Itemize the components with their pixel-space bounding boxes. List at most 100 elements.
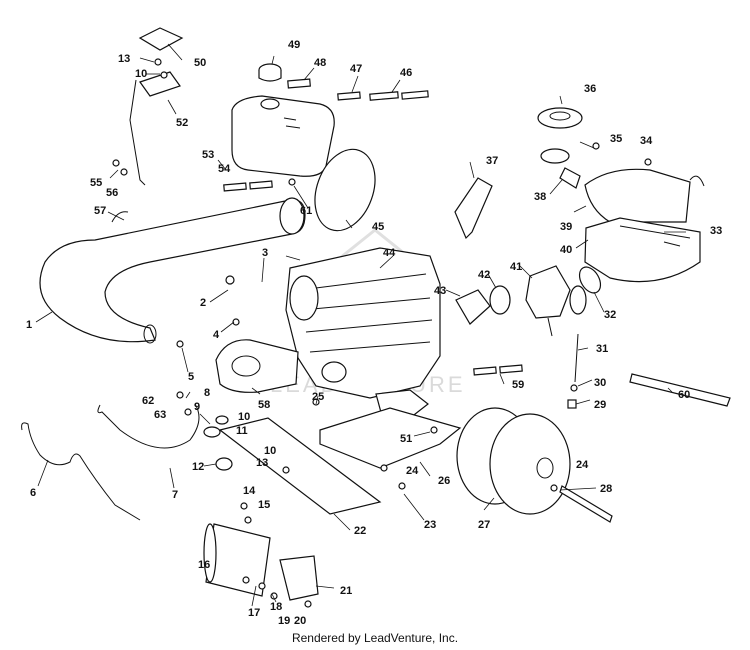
hose-46b bbox=[401, 90, 429, 100]
callout-37: 37 bbox=[486, 155, 498, 167]
callout-41: 41 bbox=[510, 261, 522, 273]
footer-credit: Rendered by LeadVenture, Inc. bbox=[291, 631, 459, 645]
fuel-tank bbox=[231, 95, 335, 177]
callout-25: 25 bbox=[312, 391, 324, 403]
callout-9: 9 bbox=[194, 401, 200, 413]
callout-43: 43 bbox=[434, 285, 446, 297]
callout-49: 49 bbox=[288, 39, 300, 51]
intake-gasket bbox=[578, 266, 602, 294]
callout-8: 8 bbox=[204, 387, 210, 399]
drive-belt bbox=[629, 373, 731, 407]
carburetor bbox=[525, 265, 587, 337]
callout-56: 56 bbox=[106, 187, 118, 199]
callout-55: 55 bbox=[90, 177, 102, 189]
exhaust-pipe bbox=[39, 197, 306, 344]
callout-51: 51 bbox=[400, 433, 412, 445]
callout-62: 62 bbox=[142, 395, 154, 407]
callout-17: 17 bbox=[248, 607, 260, 619]
spring-wire bbox=[21, 422, 141, 521]
callout-21: 21 bbox=[340, 585, 352, 597]
callout-58: 58 bbox=[258, 399, 270, 411]
callout-38: 38 bbox=[534, 191, 546, 203]
callout-19: 19 bbox=[278, 615, 290, 627]
lower-plate bbox=[218, 417, 382, 515]
callout-5: 5 bbox=[188, 371, 194, 383]
engine-plate bbox=[319, 407, 462, 469]
callout-35: 35 bbox=[610, 133, 622, 145]
washer-10a bbox=[215, 415, 229, 425]
callout-47: 47 bbox=[350, 63, 362, 75]
clamp-wire bbox=[97, 403, 200, 449]
hose-47 bbox=[337, 91, 361, 101]
callout-3: 3 bbox=[262, 247, 268, 259]
rod-washer bbox=[570, 384, 578, 392]
callout-13a: 13 bbox=[118, 53, 130, 65]
hose-59 bbox=[473, 366, 497, 376]
callout-10c: 10 bbox=[264, 445, 276, 457]
callout-24a: 24 bbox=[406, 465, 419, 477]
callout-31: 31 bbox=[596, 343, 608, 355]
callout-33: 33 bbox=[710, 225, 722, 237]
callout-42: 42 bbox=[478, 269, 490, 281]
callout-40: 40 bbox=[560, 244, 572, 256]
callout-23: 23 bbox=[424, 519, 436, 531]
exhaust-manifold bbox=[215, 339, 299, 393]
bracket-rod bbox=[129, 71, 181, 186]
callout-24b: 24 bbox=[576, 459, 589, 471]
callout-27: 27 bbox=[478, 519, 490, 531]
carb-spacer bbox=[489, 285, 511, 315]
fuel-cap bbox=[258, 63, 282, 82]
starter-motor bbox=[203, 523, 319, 601]
callout-12: 12 bbox=[192, 461, 204, 473]
rod-nut bbox=[567, 399, 577, 409]
callout-28: 28 bbox=[600, 483, 612, 495]
callout-7: 7 bbox=[172, 489, 178, 501]
callout-10a: 10 bbox=[135, 68, 147, 80]
callout-34: 34 bbox=[640, 135, 653, 147]
callout-29: 29 bbox=[594, 399, 606, 411]
callout-59: 59 bbox=[512, 379, 524, 391]
clamp-ring bbox=[314, 148, 376, 232]
callout-57: 57 bbox=[94, 205, 106, 217]
long-rod bbox=[574, 333, 579, 383]
grommet-12 bbox=[215, 457, 233, 471]
drive-clutch bbox=[456, 407, 571, 515]
callout-52: 52 bbox=[176, 117, 188, 129]
callout-46: 46 bbox=[400, 67, 412, 79]
callout-4: 4 bbox=[213, 329, 220, 341]
callout-13b: 13 bbox=[256, 457, 268, 469]
washer-9 bbox=[203, 426, 221, 438]
callout-54: 54 bbox=[218, 163, 231, 175]
callout-labels: 1 2 3 4 5 6 7 8 9 10 10 10 11 12 13 13 1… bbox=[26, 39, 722, 627]
hose-54b bbox=[249, 180, 273, 190]
hose-54 bbox=[223, 182, 247, 192]
callout-36: 36 bbox=[584, 83, 596, 95]
callout-20: 20 bbox=[294, 615, 306, 627]
callout-48: 48 bbox=[314, 57, 326, 69]
hose-59b bbox=[499, 364, 523, 374]
callout-22: 22 bbox=[354, 525, 366, 537]
callout-18: 18 bbox=[270, 601, 282, 613]
callout-26: 26 bbox=[438, 475, 450, 487]
hose-46 bbox=[369, 91, 399, 101]
leader-lines bbox=[35, 43, 686, 607]
callout-45: 45 bbox=[372, 221, 384, 233]
callout-32: 32 bbox=[604, 309, 616, 321]
callout-10b: 10 bbox=[238, 411, 250, 423]
callout-44: 44 bbox=[383, 247, 396, 259]
airbox bbox=[584, 168, 705, 283]
callout-60: 60 bbox=[678, 389, 690, 401]
callout-2: 2 bbox=[200, 297, 206, 309]
callout-53: 53 bbox=[202, 149, 214, 161]
callout-16: 16 bbox=[198, 559, 210, 571]
callout-11: 11 bbox=[236, 425, 248, 437]
small-hardware bbox=[112, 58, 652, 608]
callout-63: 63 bbox=[154, 409, 166, 421]
callout-6: 6 bbox=[30, 487, 36, 499]
engine bbox=[285, 247, 441, 419]
air-intake bbox=[537, 107, 583, 189]
hose-48 bbox=[287, 78, 311, 89]
mount-bracket bbox=[454, 177, 493, 240]
callout-14: 14 bbox=[243, 485, 256, 497]
